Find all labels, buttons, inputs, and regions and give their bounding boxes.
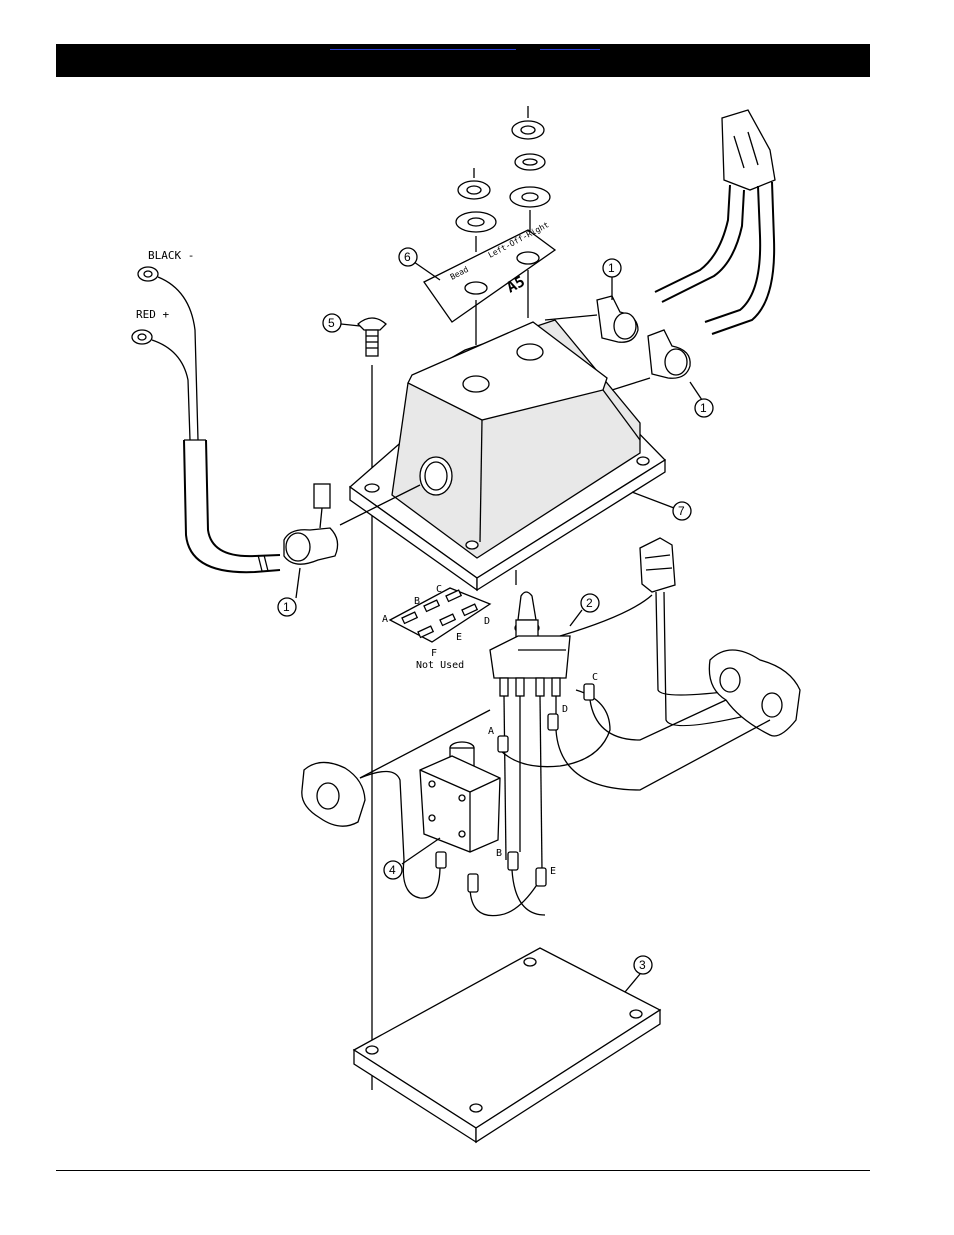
callout-label: 1 <box>700 401 707 415</box>
callout-label: 2 <box>586 596 593 610</box>
switch-wiring: A D C B E <box>359 672 771 917</box>
wire-clamp-left <box>283 483 339 565</box>
wire-term-e: E <box>550 866 556 877</box>
header-link-1[interactable] <box>330 46 516 50</box>
circuit-breaker <box>419 741 501 853</box>
term-label-a: A <box>382 614 388 625</box>
hardware-stack-right <box>509 106 551 238</box>
callout-label: 7 <box>678 504 685 518</box>
wire-term-a: A <box>488 726 494 737</box>
callout-7-switch-housing[interactable]: 7 <box>631 491 692 521</box>
wire-label-black: BLACK - <box>148 249 194 262</box>
term-label-b: B <box>414 596 420 607</box>
callout-6-label-plate[interactable]: 6 <box>398 247 441 281</box>
callout-2-toggle-switch[interactable]: 2 <box>569 593 600 627</box>
footer-rule <box>56 1170 870 1171</box>
screw <box>357 317 387 357</box>
bottom-plate <box>352 947 662 1144</box>
callout-label: 3 <box>639 958 646 972</box>
callout-1-clamp-bottom[interactable]: 1 <box>689 381 714 418</box>
term-label-not-used: Not Used <box>416 660 464 671</box>
callout-5-screw[interactable]: 5 <box>322 313 361 333</box>
callout-3-bottom-plate[interactable]: 3 <box>624 955 653 993</box>
callout-label: 4 <box>389 863 396 877</box>
label-plate: Bead Left-Off-Right A5 <box>423 220 557 323</box>
callout-1-clamp-left[interactable]: 1 <box>277 567 301 617</box>
callout-label: 6 <box>404 250 411 264</box>
term-label-c: C <box>436 584 442 595</box>
callout-1-clamp-top[interactable]: 1 <box>602 258 622 300</box>
wire-term-d: D <box>562 704 568 715</box>
harness-connector-top <box>654 109 776 335</box>
header-link-2[interactable] <box>540 46 600 50</box>
switch-terminal-pattern: C B A D E F Not Used <box>382 584 492 671</box>
callout-label: 1 <box>608 261 615 275</box>
harness-connector-right <box>559 537 801 737</box>
grommet-left <box>301 761 366 827</box>
wire-term-b: B <box>496 848 502 859</box>
wire-term-c: C <box>592 672 598 683</box>
power-lead-wires <box>131 266 281 574</box>
wire-label-red: RED + <box>136 308 169 321</box>
term-label-f: F <box>431 648 437 659</box>
wire-clamp-top-right <box>596 295 639 343</box>
term-label-e: E <box>456 632 462 643</box>
callout-label: 5 <box>328 316 335 330</box>
callout-label: 1 <box>283 600 290 614</box>
toggle-switch <box>489 570 571 697</box>
callout-4-circuit-breaker[interactable]: 4 <box>383 837 441 880</box>
hardware-stack-left <box>455 168 497 252</box>
switch-housing <box>348 319 667 592</box>
header-bar <box>56 44 870 77</box>
wire-clamp-bottom-right <box>647 329 691 379</box>
term-label-d: D <box>484 616 490 627</box>
